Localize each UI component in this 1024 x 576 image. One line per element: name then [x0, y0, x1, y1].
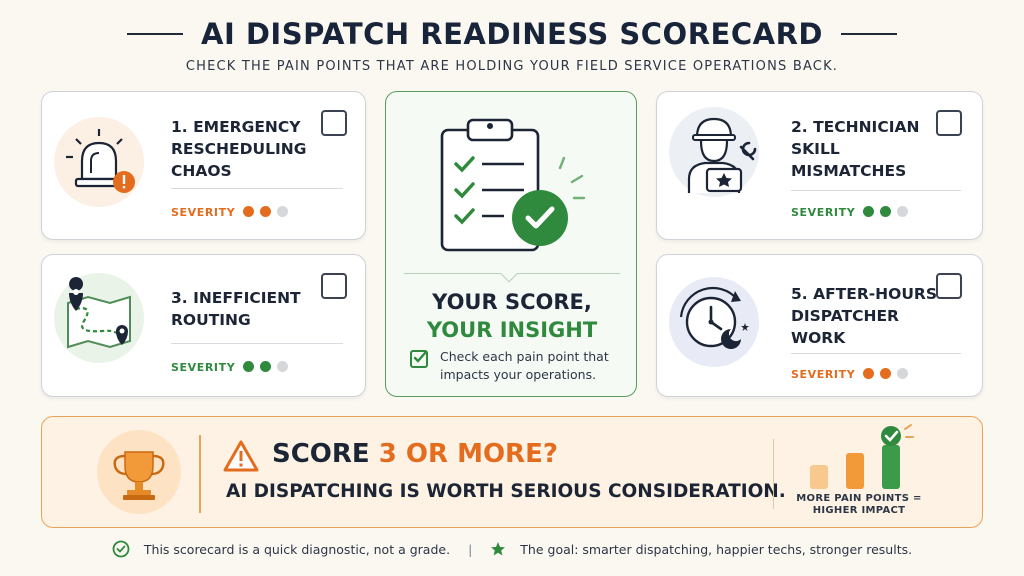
divider	[791, 190, 961, 191]
score-insight-card: YOUR SCORE, YOUR INSIGHT Check each pain…	[385, 91, 637, 397]
title-rule-right	[840, 33, 897, 35]
severity-dots	[243, 361, 288, 372]
severity-dot	[243, 206, 254, 217]
page-title: AI DISPATCH READINESS SCORECARD	[201, 17, 823, 51]
severity-dot	[260, 206, 271, 217]
card-title: 1. EMERGENCY RESCHEDULING CHAOS	[171, 118, 307, 180]
divider	[171, 188, 343, 189]
severity-dot	[863, 206, 874, 217]
card-title: 5. AFTER-HOURS DISPATCHER WORK	[791, 285, 938, 347]
pain-point-card-3: 3. INEFFICIENT ROUTING SEVERITY	[41, 254, 366, 397]
chart-caption: MORE PAIN POINTS = HIGHER IMPACT	[796, 493, 922, 516]
severity-dot	[277, 361, 288, 372]
center-heading-line2: YOUR INSIGHT	[426, 318, 598, 342]
score-highlight: 3 OR MORE?	[378, 439, 558, 469]
severity-dots	[243, 206, 288, 217]
pain-point-card-1: 1. EMERGENCY RESCHEDULING CHAOS SEVERITY	[41, 91, 366, 240]
severity-dot	[260, 361, 271, 372]
footer-right-text: The goal: smarter dispatching, happier t…	[520, 541, 913, 557]
severity-dot	[897, 206, 908, 217]
severity-dot	[863, 368, 874, 379]
footer: This scorecard is a quick diagnostic, no…	[0, 540, 1024, 558]
card-title: 3. INEFFICIENT ROUTING	[171, 289, 301, 329]
severity-dot	[880, 368, 891, 379]
checkbox-emergency-rescheduling[interactable]	[321, 110, 347, 136]
severity-dot	[897, 368, 908, 379]
checkbox-after-hours[interactable]	[936, 273, 962, 299]
siren-alert-icon	[54, 117, 144, 207]
card-title: 2. TECHNICIAN SKILL MISMATCHES	[791, 118, 920, 180]
star-icon	[490, 541, 506, 557]
severity-dots	[863, 206, 908, 217]
severity-label: SEVERITY	[171, 206, 236, 219]
title-rule-left	[127, 33, 183, 35]
clipboard-checklist-icon	[432, 110, 592, 274]
severity-label: SEVERITY	[791, 368, 856, 381]
header: AI DISPATCH READINESS SCORECARD	[0, 14, 1024, 54]
footer-left-text: This scorecard is a quick diagnostic, no…	[143, 541, 451, 557]
warning-icon	[222, 439, 260, 477]
score-heading: SCORE 3 OR MORE?	[272, 437, 558, 471]
pain-point-card-2: 2. TECHNICIAN SKILL MISMATCHES SEVERITY	[656, 91, 983, 240]
clock-moon-icon	[669, 277, 759, 367]
footer-separator: |	[468, 541, 473, 557]
severity-label: SEVERITY	[791, 206, 856, 219]
severity-dots	[863, 368, 908, 379]
center-note: Check each pain point that impacts your …	[440, 349, 609, 382]
severity-dot	[243, 361, 254, 372]
checkbox-inefficient-routing[interactable]	[321, 273, 347, 299]
pain-point-card-5: 5. AFTER-HOURS DISPATCHER WORK SEVERITY	[656, 254, 983, 397]
severity-dot	[277, 206, 288, 217]
severity-dot	[880, 206, 891, 217]
center-heading-line1: YOUR SCORE,	[432, 290, 592, 314]
divider	[171, 343, 343, 344]
score-statement: AI DISPATCHING IS WORTH SERIOUS CONSIDER…	[226, 481, 786, 502]
checkbox-technician-skill[interactable]	[936, 110, 962, 136]
route-map-icon	[54, 273, 144, 363]
score-banner: SCORE 3 OR MORE? AI DISPATCHING IS WORTH…	[41, 416, 983, 528]
trophy-icon	[97, 430, 181, 514]
divider	[199, 435, 201, 513]
divider	[791, 353, 961, 354]
technician-wrench-icon	[669, 107, 759, 197]
page-subtitle: CHECK THE PAIN POINTS THAT ARE HOLDING Y…	[185, 59, 839, 74]
bar-chart-check-icon	[804, 423, 914, 497]
divider	[773, 439, 774, 509]
check-circle-icon	[112, 540, 130, 558]
score-prefix: SCORE	[272, 439, 379, 469]
severity-label: SEVERITY	[171, 361, 236, 374]
check-square-icon	[410, 350, 428, 368]
